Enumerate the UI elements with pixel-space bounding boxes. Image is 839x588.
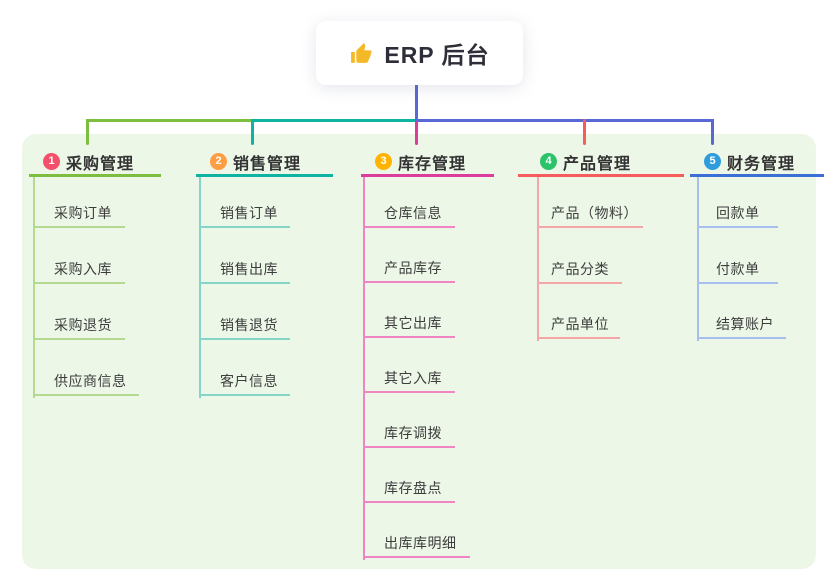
child-node-label: 回款单: [716, 205, 760, 221]
child-node[interactable]: 结算账户: [697, 313, 786, 339]
branch-node-label: 产品管理: [563, 155, 632, 173]
branch-node-product[interactable]: 4 产品管理: [518, 149, 684, 177]
root-node[interactable]: ERP 后台: [316, 21, 523, 85]
branch-node-label: 库存管理: [398, 155, 467, 173]
branch-children-connector: [33, 177, 35, 398]
branch-number-badge: 4: [540, 153, 557, 170]
child-node-label: 库存调拨: [384, 425, 442, 441]
branch-number-badge: 3: [375, 153, 392, 170]
child-node[interactable]: 付款单: [697, 258, 778, 284]
bus-segment-green: [86, 119, 253, 122]
branch-number-badge: 2: [210, 153, 227, 170]
branch-node-finance[interactable]: 5 财务管理: [690, 149, 824, 177]
branch-node-sales[interactable]: 2 销售管理: [196, 149, 333, 177]
child-node[interactable]: 产品（物料）: [537, 202, 643, 228]
child-node-label: 供应商信息: [54, 373, 127, 389]
branch-children-connector: [697, 177, 699, 341]
branch-node-label: 财务管理: [727, 155, 796, 173]
branch-node-purchase[interactable]: 1 采购管理: [29, 149, 161, 177]
branch-node-label: 销售管理: [233, 155, 302, 173]
child-node-label: 仓库信息: [384, 205, 442, 221]
child-node-label: 客户信息: [220, 373, 278, 389]
child-node[interactable]: 其它入库: [363, 367, 455, 393]
child-node-label: 采购入库: [54, 261, 112, 277]
thumbs-up-icon: [349, 41, 374, 66]
branch-number-badge: 1: [43, 153, 60, 170]
branch-drop-product: [583, 119, 586, 145]
child-node[interactable]: 出库库明细: [363, 532, 470, 558]
child-node-label: 采购退货: [54, 317, 112, 333]
child-node-label: 库存盘点: [384, 480, 442, 496]
child-node[interactable]: 产品分类: [537, 258, 622, 284]
child-node[interactable]: 供应商信息: [33, 370, 139, 396]
branch-number-badge: 5: [704, 153, 721, 170]
branch-children-connector: [537, 177, 539, 341]
child-node-label: 付款单: [716, 261, 760, 277]
branch-node-inventory[interactable]: 3 库存管理: [361, 149, 494, 177]
child-node[interactable]: 其它出库: [363, 312, 455, 338]
child-node-label: 产品（物料）: [551, 205, 638, 221]
child-node[interactable]: 销售订单: [199, 202, 290, 228]
child-node[interactable]: 仓库信息: [363, 202, 455, 228]
child-node-label: 销售订单: [220, 205, 278, 221]
group-panel: [22, 134, 816, 569]
branch-drop-purchase: [86, 119, 89, 145]
bus-segment-blue: [415, 119, 714, 122]
child-node-label: 其它出库: [384, 315, 442, 331]
bus-segment-teal: [251, 119, 417, 122]
child-node[interactable]: 产品单位: [537, 313, 620, 339]
child-node[interactable]: 销售退货: [199, 314, 290, 340]
root-node-label: ERP 后台: [384, 42, 490, 68]
branch-drop-finance: [711, 119, 714, 145]
child-node-label: 产品分类: [551, 261, 609, 277]
child-node-label: 产品单位: [551, 316, 609, 332]
child-node-label: 产品库存: [384, 260, 442, 276]
branch-node-label: 采购管理: [66, 155, 135, 173]
child-node-label: 销售出库: [220, 261, 278, 277]
child-node[interactable]: 回款单: [697, 202, 778, 228]
child-node[interactable]: 产品库存: [363, 257, 455, 283]
child-node-label: 销售退货: [220, 317, 278, 333]
child-node[interactable]: 采购订单: [33, 202, 125, 228]
branch-drop-sales: [251, 119, 254, 145]
child-node[interactable]: 采购入库: [33, 258, 125, 284]
child-node-label: 采购订单: [54, 205, 112, 221]
child-node-label: 结算账户: [716, 316, 774, 332]
child-node-label: 其它入库: [384, 370, 442, 386]
branch-children-connector: [199, 177, 201, 398]
child-node[interactable]: 采购退货: [33, 314, 125, 340]
child-node-label: 出库库明细: [384, 535, 457, 551]
branch-drop-inventory: [415, 121, 418, 145]
child-node[interactable]: 库存调拨: [363, 422, 455, 448]
child-node[interactable]: 库存盘点: [363, 477, 455, 503]
branch-children-connector: [363, 177, 365, 560]
root-connector-line: [415, 84, 418, 121]
child-node[interactable]: 销售出库: [199, 258, 290, 284]
child-node[interactable]: 客户信息: [199, 370, 290, 396]
